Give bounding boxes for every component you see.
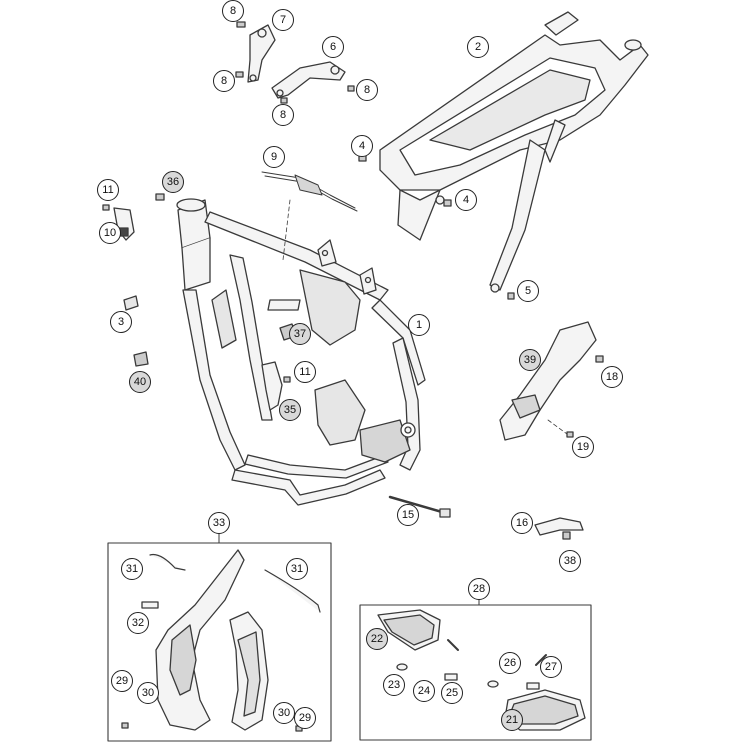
callout-27: 27 [540,656,562,678]
callout-31: 31 [121,558,143,580]
bracket-7 [247,24,276,83]
callout-4: 4 [455,189,477,211]
callout-8: 8 [356,79,378,101]
callout-4: 4 [351,135,373,157]
callout-30: 30 [273,702,295,724]
callout-16: 16 [511,512,533,534]
callout-23: 23 [383,674,405,696]
callout-26: 26 [499,652,521,674]
callout-8: 8 [213,70,235,92]
footrest-kit-box [359,604,592,741]
callout-35: 35 [279,399,301,421]
callout-21: 21 [501,709,523,731]
callout-11: 11 [97,179,119,201]
callout-40: 40 [129,371,151,393]
callout-22: 22 [366,628,388,650]
callout-10: 10 [99,222,121,244]
cap-3 [123,295,139,311]
callout-28: 28 [468,578,490,600]
wiring-harness [261,171,358,261]
callout-18: 18 [601,366,623,388]
main-frame [176,198,426,506]
clip-40 [133,351,149,367]
callout-29: 29 [294,707,316,729]
callout-2: 2 [467,36,489,58]
callout-24: 24 [413,680,435,702]
callout-36: 36 [162,171,184,193]
callout-1: 1 [408,314,430,336]
callout-31: 31 [286,558,308,580]
frame-protectors [141,549,321,731]
callout-25: 25 [441,682,463,704]
callout-3: 3 [110,311,132,333]
holder-35 [261,361,283,411]
callout-39: 39 [519,349,541,371]
callout-5: 5 [517,280,539,302]
callout-30: 30 [137,682,159,704]
bolts [102,21,604,732]
callout-6: 6 [322,36,344,58]
callout-8: 8 [272,104,294,126]
bracket-6 [271,61,346,99]
callout-9: 9 [263,146,285,168]
callout-32: 32 [127,612,149,634]
callout-38: 38 [559,550,581,572]
callout-8: 8 [222,0,244,22]
callout-7: 7 [272,9,294,31]
rear-subframe [379,11,649,293]
callout-37: 37 [289,323,311,345]
bracket-16 [534,517,584,536]
callout-11: 11 [294,361,316,383]
swingarm-axle [388,495,451,518]
footrests [377,609,586,731]
callout-19: 19 [572,436,594,458]
callout-15: 15 [397,504,419,526]
callout-33: 33 [208,512,230,534]
chain-guide [499,321,597,441]
callout-29: 29 [111,670,133,692]
